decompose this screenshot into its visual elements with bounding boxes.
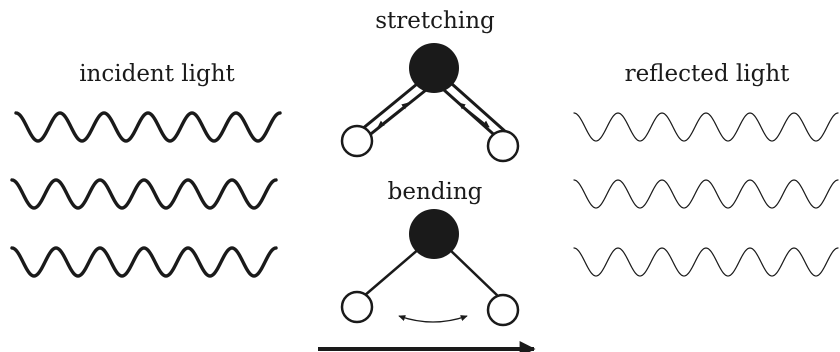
incident-wave-3 xyxy=(10,246,278,278)
reflected-wave-1 xyxy=(573,112,839,142)
bending-molecule xyxy=(340,209,520,327)
incident-waves xyxy=(10,111,282,278)
reflected-waves xyxy=(573,112,839,277)
incident-light-label: incident light xyxy=(79,61,235,87)
bending-label: bending xyxy=(388,179,483,205)
bend-bond-right xyxy=(447,247,501,299)
stretching-molecule xyxy=(340,43,520,163)
bend-central-atom xyxy=(409,209,459,259)
stretch-outer-atom-right xyxy=(486,129,520,163)
stretch-outer-atom-left xyxy=(340,124,374,158)
reflected-wave-3 xyxy=(573,247,839,277)
reflected-light-label: reflected light xyxy=(625,61,791,87)
bend-bond-left xyxy=(363,247,421,297)
stretch-bond-left-a xyxy=(355,82,418,136)
stretch-bond-right-a xyxy=(443,88,501,142)
stretch-bond-left-b xyxy=(361,88,427,143)
stretch-arrow-left xyxy=(377,102,409,128)
stretch-arrow-right xyxy=(458,102,490,128)
bend-outer-atom-left xyxy=(340,290,374,324)
stretching-label: stretching xyxy=(375,8,495,34)
stretch-bond-right-b xyxy=(451,82,508,135)
incident-wave-1 xyxy=(14,111,282,143)
incident-wave-2 xyxy=(10,178,278,210)
bend-arrow xyxy=(398,315,468,323)
bend-outer-atom-right xyxy=(486,293,520,327)
stretch-central-atom xyxy=(409,43,459,93)
reflected-wave-2 xyxy=(573,179,839,209)
